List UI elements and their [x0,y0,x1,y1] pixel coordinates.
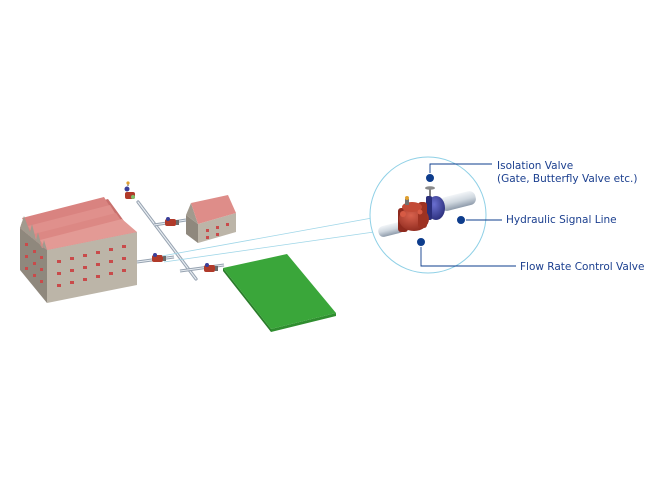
isolation-valve-body [425,186,445,220]
source-valve [124,181,135,199]
enlarged-valve-assembly [378,186,476,237]
factory-roof-front [40,219,137,250]
hydraulic-signal-line-label: Hydraulic Signal Line [506,214,617,226]
location-marker-icon [416,237,426,247]
outlet-pipe [440,191,476,211]
house-side-wall [186,215,198,243]
house-gable [186,203,198,224]
control-valve-body [398,196,429,232]
factory-building [20,197,137,303]
isolation-valve-title: Isolation Valve [497,160,574,172]
field-front-edge [271,313,336,332]
field-valve [204,263,218,272]
factory-gables [20,216,47,250]
inlet-pipe [378,222,405,237]
small-house [186,195,236,243]
factory-valve [152,253,166,262]
isolation-valve-label: Isolation Valve (Gate, Butterfly Valve e… [497,160,637,186]
factory-side-wall [20,228,47,303]
factory-front-wall [47,232,137,303]
location-marker-icon [456,215,466,225]
house-roof [191,195,236,224]
green-field [223,254,336,332]
field-top [223,254,336,329]
house-windows [206,223,229,239]
network-valves [124,181,218,272]
flow-rate-control-valve-label: Flow Rate Control Valve [520,261,645,273]
location-marker-icon [425,173,435,183]
zoom-connector [161,217,375,263]
factory-windows [25,243,126,287]
house-valve [165,217,179,226]
field-side [223,268,271,332]
isolation-valve-subtitle: (Gate, Butterfly Valve etc.) [497,173,638,185]
